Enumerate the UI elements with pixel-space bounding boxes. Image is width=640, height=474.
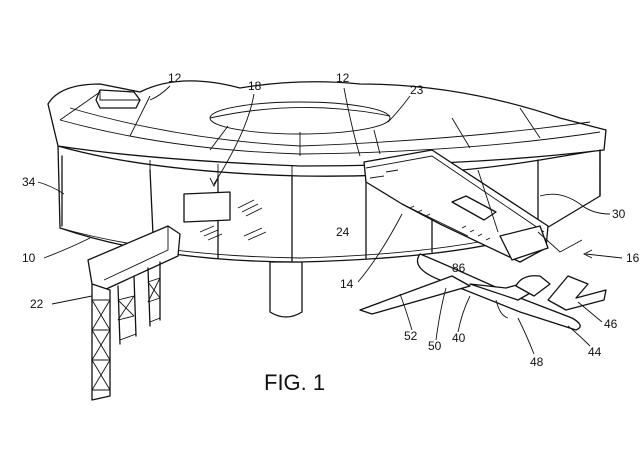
display-panel — [183, 191, 267, 241]
ref-30: 30 — [612, 207, 626, 221]
ref-24: 24 — [336, 225, 350, 239]
ref-46: 46 — [604, 317, 618, 331]
ref-10: 10 — [22, 251, 36, 265]
boarding-bridge — [87, 225, 181, 401]
right-structures — [477, 169, 583, 253]
ref-12-right: 12 — [336, 71, 350, 85]
ref-12-left: 12 — [168, 71, 182, 85]
ref-48: 48 — [530, 355, 544, 369]
ref-52: 52 — [404, 329, 418, 343]
ref-16: 16 — [626, 251, 640, 265]
aircraft — [359, 253, 607, 331]
figure-title: FIG. 1 — [264, 370, 325, 395]
ref-34: 34 — [22, 175, 36, 189]
ref-18: 18 — [248, 79, 262, 93]
support-column — [269, 261, 303, 318]
elevated-walkway — [363, 149, 549, 263]
ref-14: 14 — [340, 277, 354, 291]
ref-50: 50 — [428, 339, 442, 353]
ref-23: 23 — [410, 83, 424, 97]
reference-labels: 12 18 12 23 34 10 22 24 14 86 30 16 52 5… — [22, 71, 640, 369]
rooftop-unit — [95, 89, 141, 109]
ref-44: 44 — [588, 345, 602, 359]
ref-40: 40 — [452, 331, 466, 345]
ref-22: 22 — [30, 297, 44, 311]
ref-86: 86 — [452, 261, 466, 275]
